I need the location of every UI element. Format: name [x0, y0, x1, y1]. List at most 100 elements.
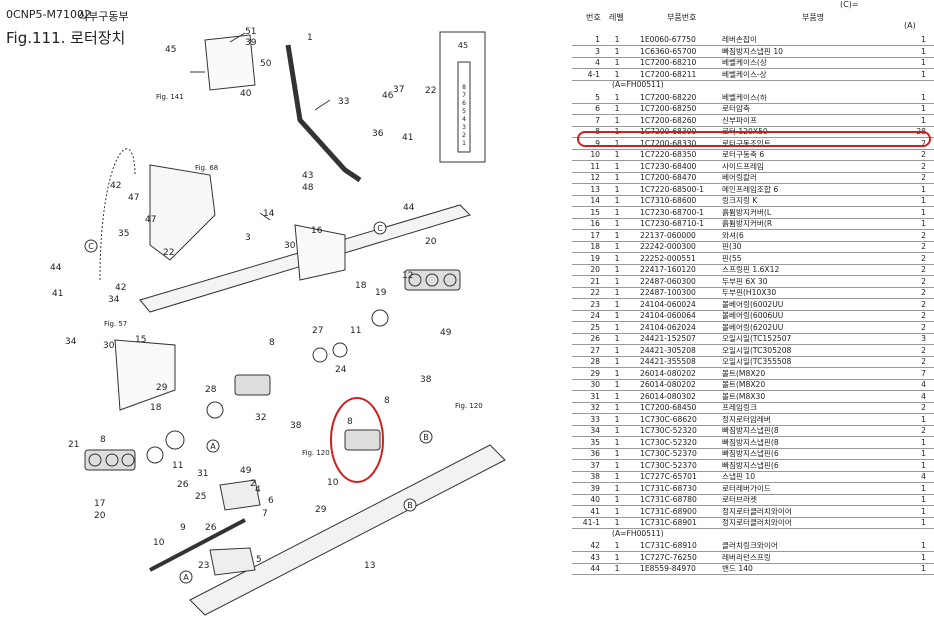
callout-45: 45: [165, 45, 176, 55]
bevel-case-upper: [219, 479, 261, 511]
row-quantity: 2: [921, 161, 926, 171]
row-part-name: 빠짐방지스냅핀(6: [722, 460, 779, 470]
rotor-mid-right: [344, 429, 381, 451]
row-quantity: 1: [921, 196, 926, 205]
inset-digit-2: 2: [462, 132, 466, 139]
callout-44: 44: [403, 203, 415, 213]
row-part-number: 1C7200-68260: [640, 115, 697, 125]
row-number: 28: [590, 357, 600, 366]
row-part-name: 베벨케이스(상: [722, 58, 767, 67]
row-level: 1: [614, 58, 620, 67]
row-level: 1: [614, 265, 620, 274]
row-part-number: 1E8559-84970: [640, 564, 696, 573]
row-number: 4-1: [587, 69, 600, 79]
row-quantity: 1: [921, 104, 926, 113]
row-part-number: 1C730C-52370: [640, 460, 697, 470]
row-part-name: 베어링칼러: [722, 173, 757, 182]
callout-44b: 44: [50, 263, 62, 273]
callout-43: 43: [302, 171, 313, 181]
row-number: 26: [590, 334, 600, 343]
callout-26: 26: [177, 480, 189, 490]
row-part-name: 클러치링크와이어: [722, 541, 778, 550]
mud-cover-left: [114, 339, 176, 411]
row-level: 1: [614, 552, 620, 562]
circle-letter-a1: A: [210, 442, 216, 451]
row-part-number: 1C7200-68330: [640, 138, 697, 148]
callout-19: 19: [375, 288, 387, 298]
row-number: 3: [595, 46, 600, 56]
row-level: 1: [614, 322, 620, 332]
row-part-number: 1C7200-68250: [640, 104, 697, 113]
callout-36: 36: [372, 129, 384, 139]
figure-title: Fig.111. 로터장치: [6, 29, 126, 47]
row-level: 1: [614, 483, 620, 493]
callout-22: 22: [425, 86, 436, 96]
row-number: 42: [590, 541, 600, 550]
row-level: 1: [614, 207, 620, 217]
callout-4: 4: [255, 485, 261, 495]
row-part-number: 1C730C-52320: [640, 437, 697, 447]
row-level: 1: [614, 230, 620, 240]
row-part-number: 1C7230-68700-1: [640, 207, 704, 217]
row-quantity: 1: [921, 541, 926, 550]
row-quantity: 2: [921, 311, 926, 320]
row-part-name: 정지로터암레버: [722, 414, 771, 424]
fig-ref-120b: Fig. 120: [302, 449, 330, 457]
bottom-main-frame: [189, 444, 506, 616]
row-part-number: 1C7200-68210: [640, 58, 697, 67]
top-marker: (C)=: [840, 0, 859, 9]
row-level: 1: [614, 138, 620, 148]
row-part-number: 24104-060024: [640, 299, 696, 309]
row-part-number: 22242-000300: [640, 242, 696, 251]
callout-2: 2: [250, 479, 256, 489]
inset-callout-45: 45: [458, 41, 468, 50]
row-part-name: 볼베어링(6006UU: [722, 311, 784, 320]
row-number: 22: [590, 288, 600, 297]
row-quantity: 1: [921, 207, 926, 217]
row-quantity: 2: [921, 299, 926, 309]
callout-37: 37: [393, 85, 404, 95]
row-level: 1: [614, 161, 620, 171]
assembly-group-label: 식부구동부: [78, 10, 129, 23]
row-level: 1: [614, 541, 620, 550]
row-level: 1: [614, 150, 620, 159]
row-part-number: 22252-000551: [640, 253, 696, 263]
row-number: 5: [595, 92, 600, 102]
row-quantity: 1: [921, 92, 926, 102]
callout-39: 39: [245, 38, 257, 48]
row-part-name: 볼베어링(6202UU: [722, 322, 784, 332]
row-quantity: 1: [921, 69, 926, 79]
row-part-name: 로터레버가이드: [722, 483, 771, 493]
row-part-number: 1C7200-68211: [640, 69, 697, 79]
row-part-number: 24104-060064: [640, 311, 696, 320]
callout-11b: 11: [172, 461, 183, 471]
row-quantity: 1: [921, 449, 926, 458]
row-quantity: 4: [921, 472, 926, 481]
row-part-number: 1C731C-68901: [640, 518, 697, 527]
row-level: 1: [614, 196, 620, 205]
row-part-name: 로터브라켓: [722, 495, 757, 504]
row-level: 1: [614, 184, 620, 194]
callout-31: 31: [197, 469, 208, 479]
row-number: 9: [595, 138, 600, 148]
row-part-name: 오일시일(TC355508: [722, 357, 792, 366]
callout-5: 5: [256, 555, 262, 565]
row-number: 37: [590, 460, 600, 470]
callout-14: 14: [263, 209, 275, 219]
row-part-name: 흙튐방지커버(R: [722, 219, 773, 228]
row-number: 43: [590, 552, 600, 562]
row-part-name: 메인프레임조합 6: [722, 184, 779, 194]
callout-1: 1: [307, 33, 313, 43]
bevel-case-lower: [209, 547, 256, 576]
